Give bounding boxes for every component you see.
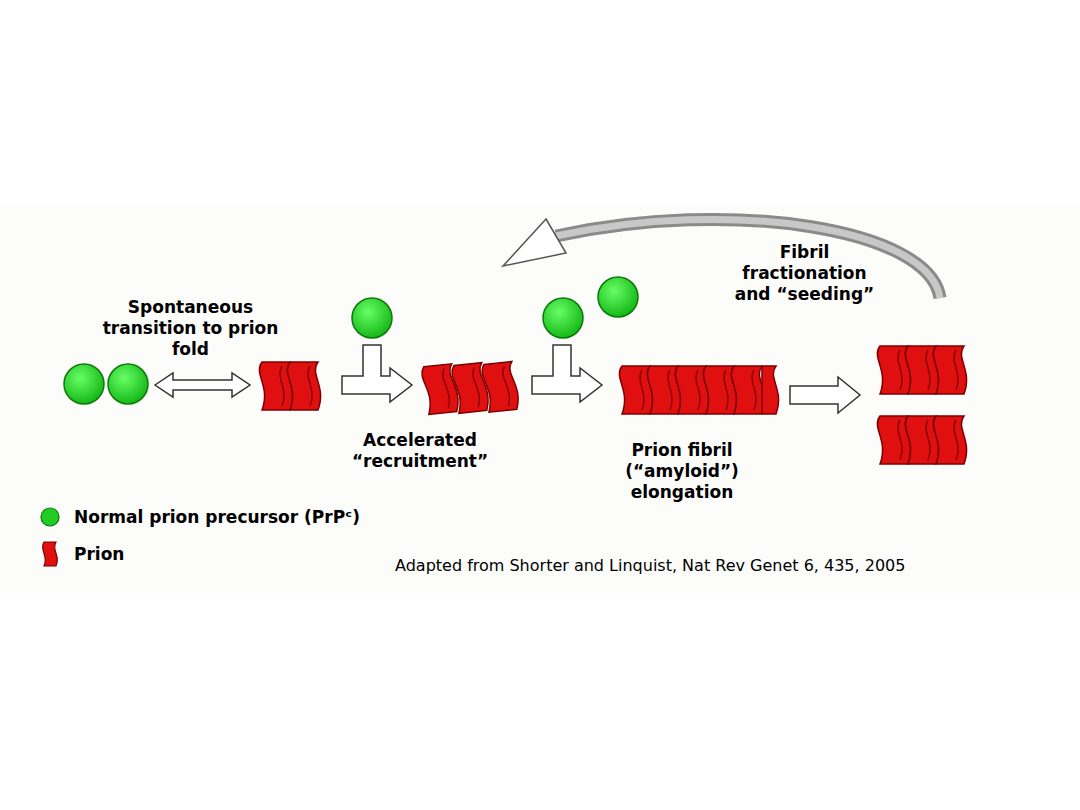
prion-fibril xyxy=(619,366,778,414)
step-label: Prion fibril (“amyloid”) elongation xyxy=(602,440,762,503)
legend-swatch xyxy=(38,540,64,568)
prion-trimer xyxy=(421,357,519,418)
legend-swatch xyxy=(38,503,64,531)
step-label: Spontaneous transition to prion fold xyxy=(88,297,293,360)
precursor-circles xyxy=(64,277,638,404)
step-label: Accelerated “recruitment” xyxy=(340,430,500,472)
legend-row: Prion xyxy=(38,540,124,568)
background-band xyxy=(0,205,1080,593)
legend-text: Prion xyxy=(74,544,124,564)
fibril-fragments xyxy=(877,346,966,464)
legend-row: Normal prion precursor (PrPᶜ) xyxy=(38,503,360,531)
prion-dimer xyxy=(259,362,320,410)
block-arrows xyxy=(155,345,860,413)
seeding-arrow xyxy=(503,219,940,298)
step-label: Fibril fractionation and “seeding” xyxy=(722,242,887,305)
legend-text: Normal prion precursor (PrPᶜ) xyxy=(74,507,360,527)
citation: Adapted from Shorter and Linquist, Nat R… xyxy=(395,555,1035,576)
